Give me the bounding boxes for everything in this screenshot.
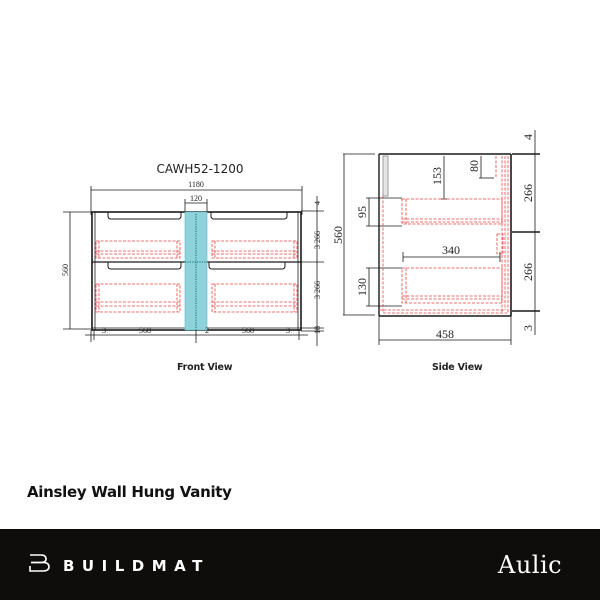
buildmat-brand: BUILDMAT xyxy=(29,554,210,577)
svg-text:80: 80 xyxy=(467,160,481,172)
svg-text:560: 560 xyxy=(61,264,70,276)
svg-text:153: 153 xyxy=(430,167,444,185)
svg-text:568: 568 xyxy=(242,326,254,335)
front-view-dimensions: 1180 120 560 4 3 266 3 266 18 3 568 2 56… xyxy=(61,180,322,335)
svg-text:18: 18 xyxy=(313,326,322,334)
product-title: Ainsley Wall Hung Vanity xyxy=(27,483,232,501)
svg-text:3 266: 3 266 xyxy=(313,231,322,249)
svg-text:340: 340 xyxy=(442,243,460,257)
svg-text:3 266: 3 266 xyxy=(313,281,322,299)
model-code: CAWH52-1200 xyxy=(156,162,244,176)
buildmat-wordmark: BUILDMAT xyxy=(63,556,210,575)
svg-text:266: 266 xyxy=(521,184,535,202)
svg-text:4: 4 xyxy=(521,134,535,140)
svg-text:3: 3 xyxy=(286,326,290,335)
front-view-label: Front View xyxy=(177,362,233,373)
svg-text:1180: 1180 xyxy=(188,180,204,189)
svg-text:120: 120 xyxy=(190,194,202,203)
svg-text:458: 458 xyxy=(436,327,454,341)
technical-drawing: 1180 120 560 4 3 266 3 266 18 3 568 2 56… xyxy=(61,130,540,346)
svg-text:3: 3 xyxy=(102,326,106,335)
buildmat-logo-icon xyxy=(29,554,51,577)
aulic-wordmark: Aulic xyxy=(498,551,563,579)
svg-text:95: 95 xyxy=(355,206,369,218)
svg-text:2: 2 xyxy=(205,326,209,335)
side-view-dimensions: 560 95 130 153 80 340 458 4 266 266 3 xyxy=(331,134,535,341)
side-view-drawing xyxy=(343,130,540,345)
side-view-label: Side View xyxy=(432,362,483,373)
svg-text:3: 3 xyxy=(521,325,535,331)
footer-bar xyxy=(0,529,600,600)
front-view-drawing xyxy=(63,186,324,346)
svg-text:130: 130 xyxy=(355,278,369,296)
svg-text:560: 560 xyxy=(331,226,345,244)
svg-text:568: 568 xyxy=(139,326,151,335)
svg-text:4: 4 xyxy=(313,201,322,205)
svg-text:266: 266 xyxy=(521,263,535,281)
